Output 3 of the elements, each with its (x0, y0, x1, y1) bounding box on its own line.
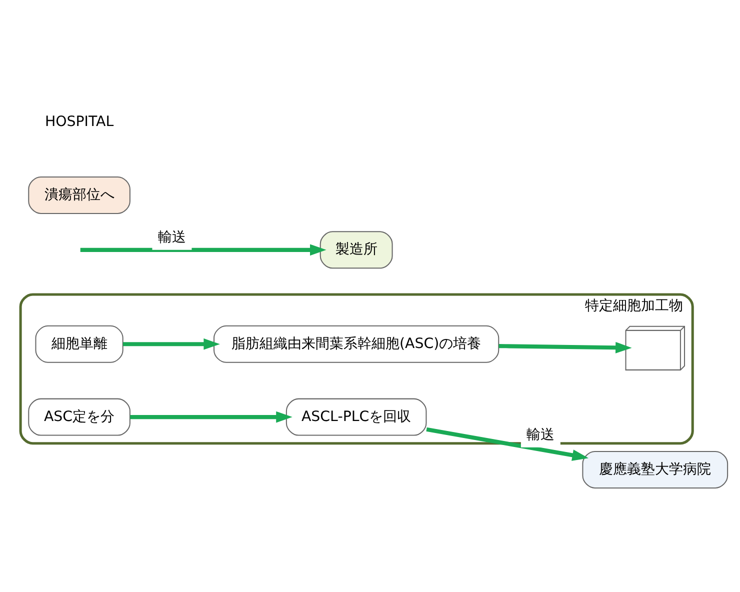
edge-label: 輸送 (526, 427, 554, 444)
label: HOSPITAL (44, 114, 114, 130)
edge-label: 輸送 (158, 230, 186, 246)
